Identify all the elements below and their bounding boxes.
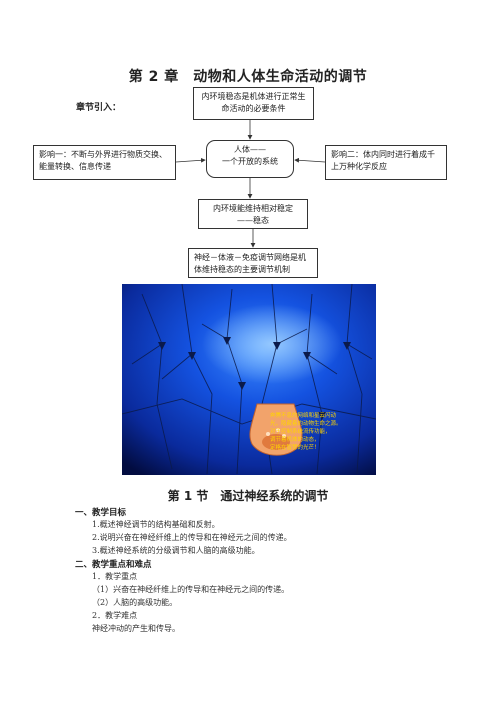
synapse-shape xyxy=(249,403,303,456)
caption-line: 奔腾不息的网络和星云闪动 xyxy=(270,413,337,419)
influence-one-box: 影响一：不断与外界进行物质交换、能量转换、信息传递 xyxy=(33,145,176,180)
caption-line: 对于控制系统流传功能， xyxy=(270,429,331,435)
key-points-heading: 二、教学重点和难点 xyxy=(75,560,152,570)
caption-line: 光，隐藏着的动物生命之源。 xyxy=(270,421,342,427)
open-system-line1: 人体—— xyxy=(234,145,266,154)
open-system-line2: 一个开放的系统 xyxy=(222,157,278,166)
goal-item: 3.概述神经系统的分级调节和人脑的高级功能。 xyxy=(92,546,260,555)
key-point-line: 2．教学难点 xyxy=(92,611,138,620)
chapter-title: 第 2 章 动物和人体生命活动的调节 xyxy=(128,69,368,85)
goal-item: 1.概述神经调节的结构基础和反射。 xyxy=(92,520,220,529)
neuron-illustration xyxy=(122,284,376,475)
key-point-line: 1．教学重点 xyxy=(92,572,138,581)
teaching-goals-heading: 一、教学目标 xyxy=(75,508,127,518)
influence-two-box: 影响二：体内同时进行着成千上万种化学反应 xyxy=(325,145,447,180)
open-system-box: 人体—— 一个开放的系统 xyxy=(206,140,294,178)
caption-line: 调节着机体的动态， xyxy=(270,437,320,443)
stable-state-box: 内环境能维持相对稳定 ——稳态 xyxy=(198,199,308,229)
stable-state-line1: 内环境能维持相对稳定 xyxy=(213,204,293,213)
stable-state-line2: ——稳态 xyxy=(237,216,269,225)
caption-line: 定格在智慧的光芒！ xyxy=(270,445,320,451)
key-point-line: （1）兴奋在神经纤维上的传导和在神经元之间的传递。 xyxy=(92,585,290,594)
section-title: 第 1 节 通过神经系统的调节 xyxy=(167,489,329,503)
intro-label: 章节引入： xyxy=(76,103,122,113)
key-point-line: （2）人脑的高级功能。 xyxy=(92,598,178,607)
regulation-network-box: 神经－体液－免疫调节网络是机体维持稳态的主要调节机制 xyxy=(188,248,318,278)
key-point-line: 神经冲动的产生和传导。 xyxy=(92,624,180,633)
goal-item: 2.说明兴奋在神经纤维上的传导和在神经元之间的传递。 xyxy=(92,533,292,542)
homeostasis-condition-box: 内环境稳态是机体进行正常生命活动的必要条件 xyxy=(193,87,314,120)
neuron-network-image xyxy=(122,284,376,475)
figure-caption: 奔腾不息的网络和星云闪动 光，隐藏着的动物生命之源。 对于控制系统流传功能， 调… xyxy=(270,412,370,452)
